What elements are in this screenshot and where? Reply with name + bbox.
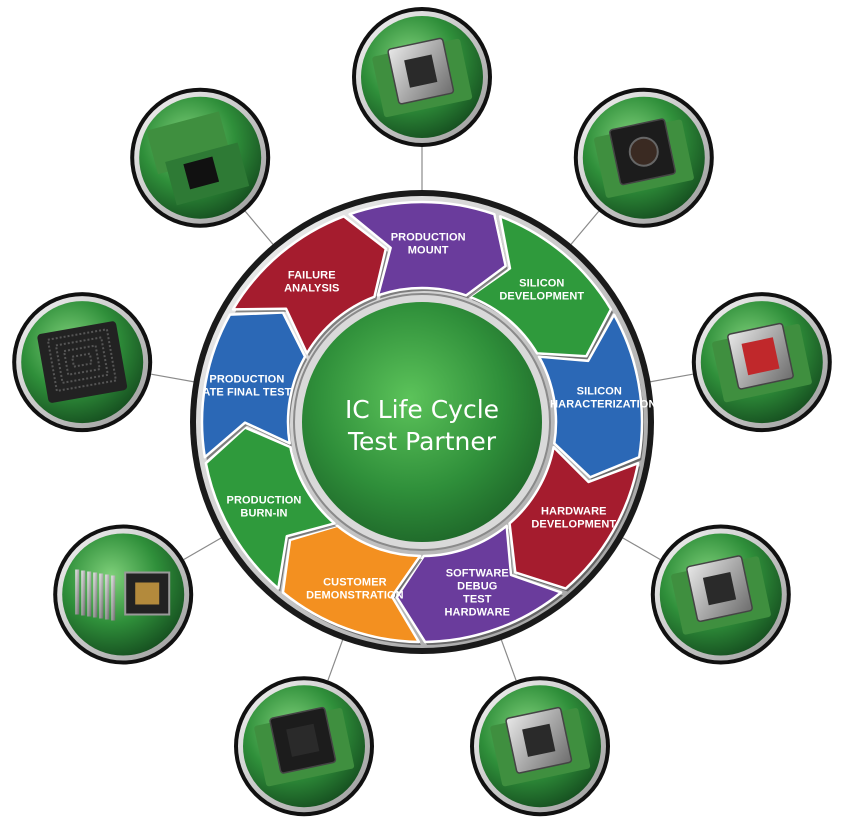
socket-lens — [628, 136, 659, 167]
stage-label-line: HARDWARE — [445, 607, 511, 619]
stage-label-line: DEBUG — [457, 581, 497, 593]
heatsink-socket-icon — [53, 524, 194, 665]
socket-parts-icon — [650, 524, 791, 665]
heatsink-fin — [87, 571, 92, 617]
connector-line — [500, 637, 517, 681]
heatsink-fin — [75, 569, 80, 615]
stage-arrow — [348, 200, 507, 297]
hub-title-line-2: Test Partner — [347, 427, 497, 456]
stage-arrow — [204, 426, 336, 590]
bga-ring — [71, 352, 93, 368]
stage-label-line: ANALYSIS — [284, 282, 339, 294]
stage-label-line: PRODUCTION — [391, 232, 466, 244]
stage-label-line: SOFTWARE — [446, 568, 509, 580]
heatsink-fin — [81, 570, 86, 616]
socket-window — [404, 54, 438, 88]
bga-ring — [62, 344, 101, 376]
stage-label-line: CHARACTERIZATION — [542, 399, 656, 411]
hub-title-line-1: IC Life Cycle — [345, 395, 499, 424]
socket-window — [522, 723, 556, 757]
bga-footprint-icon — [12, 292, 153, 433]
stage-arrow — [395, 524, 563, 644]
stage-label-line: TEST — [463, 594, 492, 606]
stage-label-line: DEVELOPMENT — [531, 518, 616, 530]
bga-ring — [54, 336, 110, 384]
stage-label-line: SILICON — [577, 386, 622, 398]
stage-arrow — [468, 215, 613, 358]
socket-window — [702, 572, 737, 606]
stage-label-line: MOUNT — [408, 245, 449, 257]
stage-label-line: BURN-IN — [240, 508, 287, 520]
stage-label-line: PRODUCTION — [227, 495, 302, 507]
connector-line — [183, 536, 224, 561]
photo-badges — [12, 7, 832, 817]
connector-line — [151, 373, 196, 383]
stage-arrow — [508, 445, 640, 590]
stage-label-line: ATE FINAL TEST — [202, 386, 291, 398]
clamshell-socket-icon — [352, 7, 492, 147]
heatsink-fin — [105, 574, 110, 620]
socket-window — [286, 723, 320, 757]
stage-label-line: HARDWARE — [541, 505, 607, 517]
stage-label-line: DEVELOPMENT — [499, 291, 584, 303]
connector-line — [244, 210, 275, 247]
red-pcb-socket-icon — [691, 292, 832, 433]
chip — [183, 156, 220, 190]
stage-arrow — [231, 215, 388, 355]
stage-label-line: CUSTOMER — [323, 577, 387, 589]
connector-line — [620, 536, 661, 561]
stage-arrow — [200, 311, 307, 459]
connector-line — [648, 373, 693, 383]
red-die-board — [741, 337, 780, 376]
socket-cavity — [135, 582, 160, 605]
stage-label-line: PRODUCTION — [209, 373, 284, 385]
socket-with-lens-icon — [573, 87, 714, 228]
stage-label-line: DEMONSTRATION — [306, 590, 404, 602]
bga-part — [37, 321, 128, 403]
heatsink-fin — [93, 572, 98, 618]
stage-segments: SILICONDEVELOPMENTSILICONCHARACTERIZATIO… — [200, 200, 656, 645]
connector-line — [569, 210, 600, 247]
heatsink-fin — [99, 573, 104, 619]
connector-lines — [151, 147, 693, 681]
badge-face — [62, 533, 185, 656]
connector-line — [327, 637, 344, 681]
adapter-boards-icon — [130, 87, 271, 228]
stage-label-line: FAILURE — [288, 269, 336, 281]
stage-arrow — [537, 313, 644, 479]
stage-arrow — [281, 524, 422, 644]
open-lid-socket-icon — [470, 676, 610, 817]
hub — [302, 302, 542, 542]
stage-label-line: SILICON — [519, 278, 564, 290]
heatsink-fin — [111, 575, 116, 621]
black-clamshell-socket-icon — [234, 676, 374, 817]
bga-ring — [46, 328, 118, 393]
